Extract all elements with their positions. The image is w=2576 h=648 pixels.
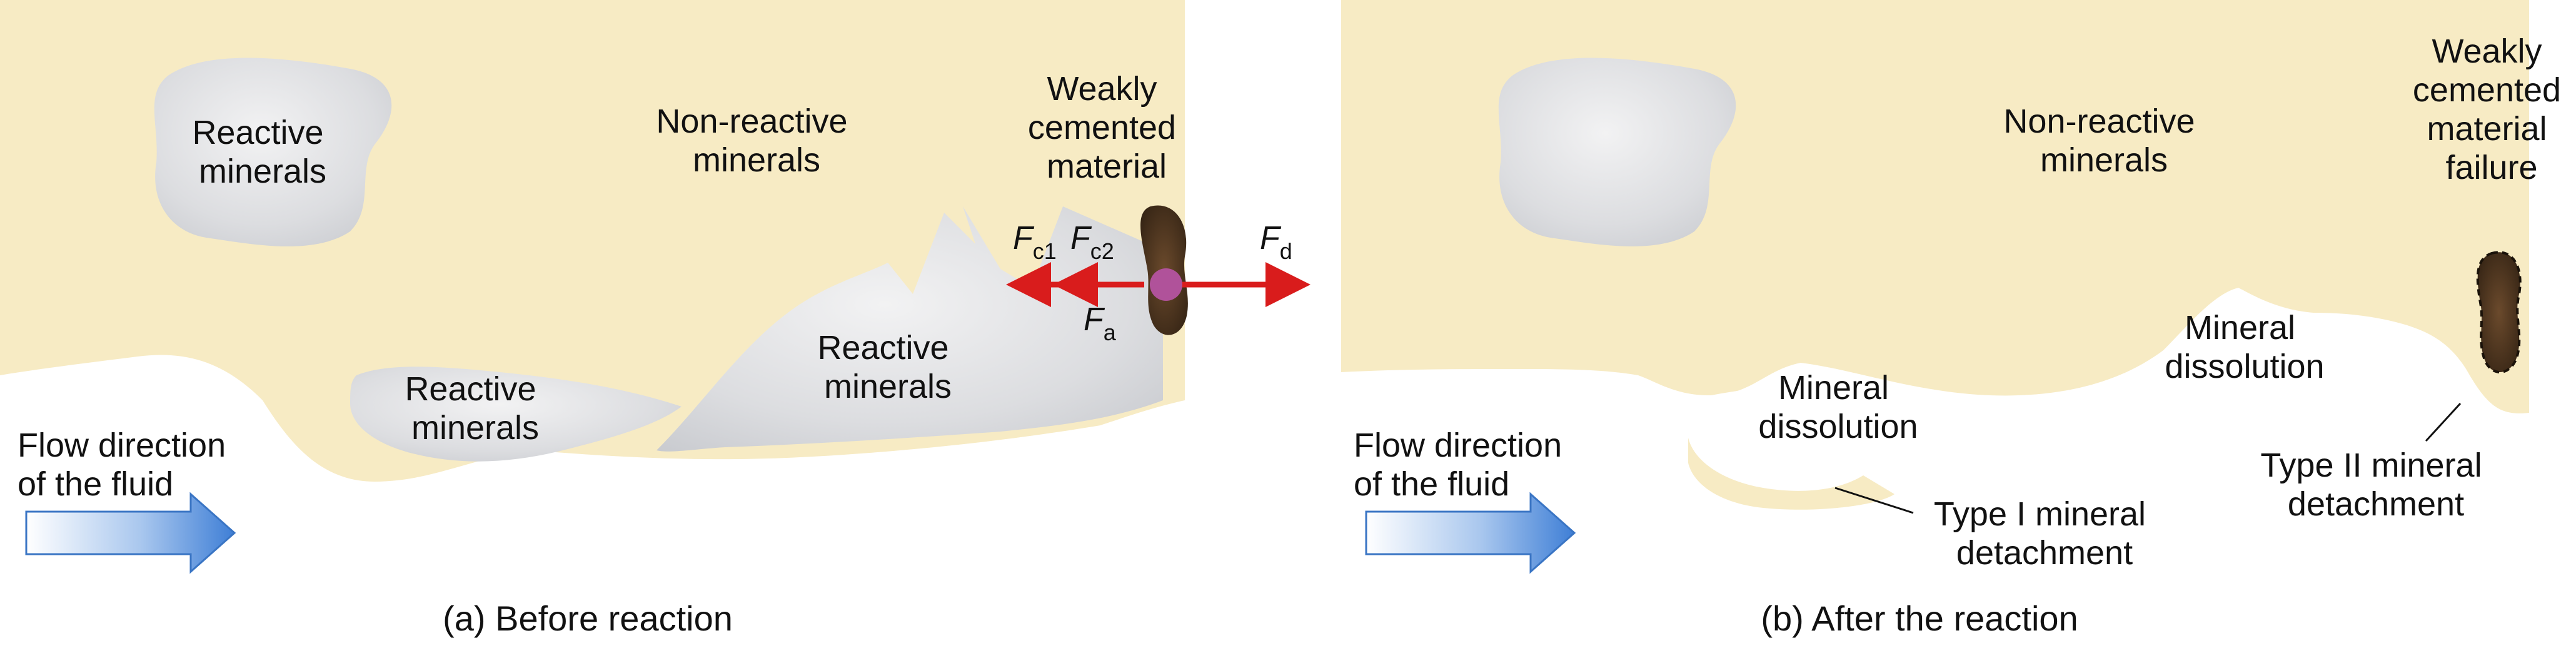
label-reactive-minerals-1: Reactive minerals <box>192 114 333 190</box>
reactive-mineral-2 <box>350 367 682 462</box>
label-type2-detachment: Type II mineral detachment <box>2260 447 2491 523</box>
label-mineral-dissolution-2: Mineral dissolution <box>2165 309 2324 385</box>
label-flow-direction-a: Flow direction of the fluid <box>18 427 235 503</box>
contact-point <box>1150 268 1182 301</box>
matrix-lower-lobe-b <box>1688 438 1894 510</box>
label-flow-direction-b: Flow direction of the fluid <box>1354 427 1571 503</box>
panel-a: Reactive minerals Non-reactive minerals … <box>0 0 1311 638</box>
panel-b: Non-reactive minerals Weakly cemented ma… <box>1341 0 2570 638</box>
caption-b: (b) After the reaction <box>1761 599 2078 638</box>
dissolution-pocket-b <box>1686 384 1896 491</box>
weakly-cemented-material-b <box>2476 251 2522 374</box>
flow-arrow-a <box>25 492 236 574</box>
leader-line-type2 <box>2425 402 2462 442</box>
label-reactive-minerals-3: Reactive minerals <box>817 329 958 405</box>
label-non-reactive-minerals-b: Non-reactive minerals <box>2003 103 2204 179</box>
reactive-mineral-b <box>1498 58 1736 246</box>
label-mineral-dissolution-1: Mineral dissolution <box>1758 369 1918 445</box>
leader-line-type1 <box>1834 487 1914 514</box>
label-non-reactive-minerals-a: Non-reactive minerals <box>656 103 857 179</box>
force-label-fa: Fa <box>1084 301 1117 345</box>
label-reactive-minerals-2: Reactive minerals <box>405 370 545 447</box>
label-type1-detachment: Type I mineral detachment <box>1934 495 2155 572</box>
force-label-fd: Fd <box>1260 220 1292 264</box>
force-label-fc2: Fc2 <box>1070 220 1114 264</box>
label-weakly-cemented-material-a: Weakly cemented material <box>1028 70 1185 185</box>
flow-arrow-b <box>1365 492 1576 574</box>
caption-a: (a) Before reaction <box>443 599 733 638</box>
reactive-mineral-1 <box>154 58 392 246</box>
label-weakly-cemented-failure-b: Weakly cemented material failure <box>2413 33 2570 186</box>
reactive-mineral-3 <box>657 206 1163 452</box>
force-label-fc1: Fc1 <box>1013 220 1057 264</box>
